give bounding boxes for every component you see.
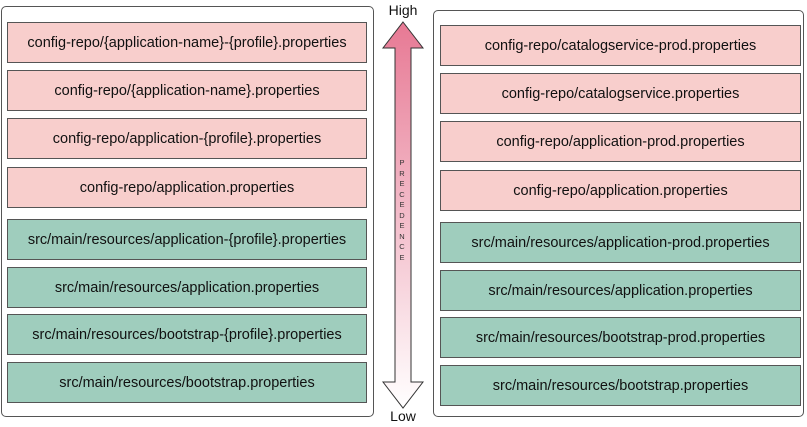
left-local-item-1: src/main/resources/application-{profile}… [7, 219, 367, 260]
precedence-arrow [381, 21, 425, 409]
left-local-item-2: src/main/resources/application.propertie… [7, 267, 367, 308]
right-config-item-2: config-repo/catalogservice.properties [440, 73, 801, 114]
left-local-item-4: src/main/resources/bootstrap.properties [7, 362, 367, 403]
right-local-item-3: src/main/resources/bootstrap-prod.proper… [440, 317, 801, 358]
left-panel-generic [1, 6, 374, 417]
right-config-item-1: config-repo/catalogservice-prod.properti… [440, 25, 801, 66]
precedence-letter: E [399, 179, 405, 188]
precedence-letter: P [399, 158, 405, 167]
left-config-item-2: config-repo/{application-name}.propertie… [7, 70, 367, 111]
precedence-letter: E [399, 200, 405, 209]
precedence-letter: R [399, 168, 405, 178]
precedence-letter: E [399, 221, 405, 230]
left-config-item-4: config-repo/application.properties [7, 167, 367, 208]
precedence-letter: N [399, 231, 405, 241]
right-config-item-3: config-repo/application-prod.properties [440, 121, 801, 162]
low-label: Low [390, 408, 416, 424]
precedence-letter: C [399, 189, 405, 199]
right-local-item-1: src/main/resources/application-prod.prop… [440, 222, 801, 263]
precedence-letter: E [399, 252, 405, 262]
right-config-item-4: config-repo/application.properties [440, 170, 801, 211]
right-local-item-2: src/main/resources/application.propertie… [440, 270, 801, 311]
precedence-letter: C [399, 242, 405, 251]
double-headed-arrow-shape [381, 21, 425, 409]
left-config-item-1: config-repo/{application-name}-{profile}… [7, 22, 367, 63]
left-local-item-3: src/main/resources/bootstrap-{profile}.p… [7, 314, 367, 355]
right-local-item-4: src/main/resources/bootstrap.properties [440, 365, 801, 406]
high-label: High [388, 2, 418, 18]
left-config-item-3: config-repo/application-{profile}.proper… [7, 118, 367, 159]
precedence-letter: D [399, 210, 405, 220]
